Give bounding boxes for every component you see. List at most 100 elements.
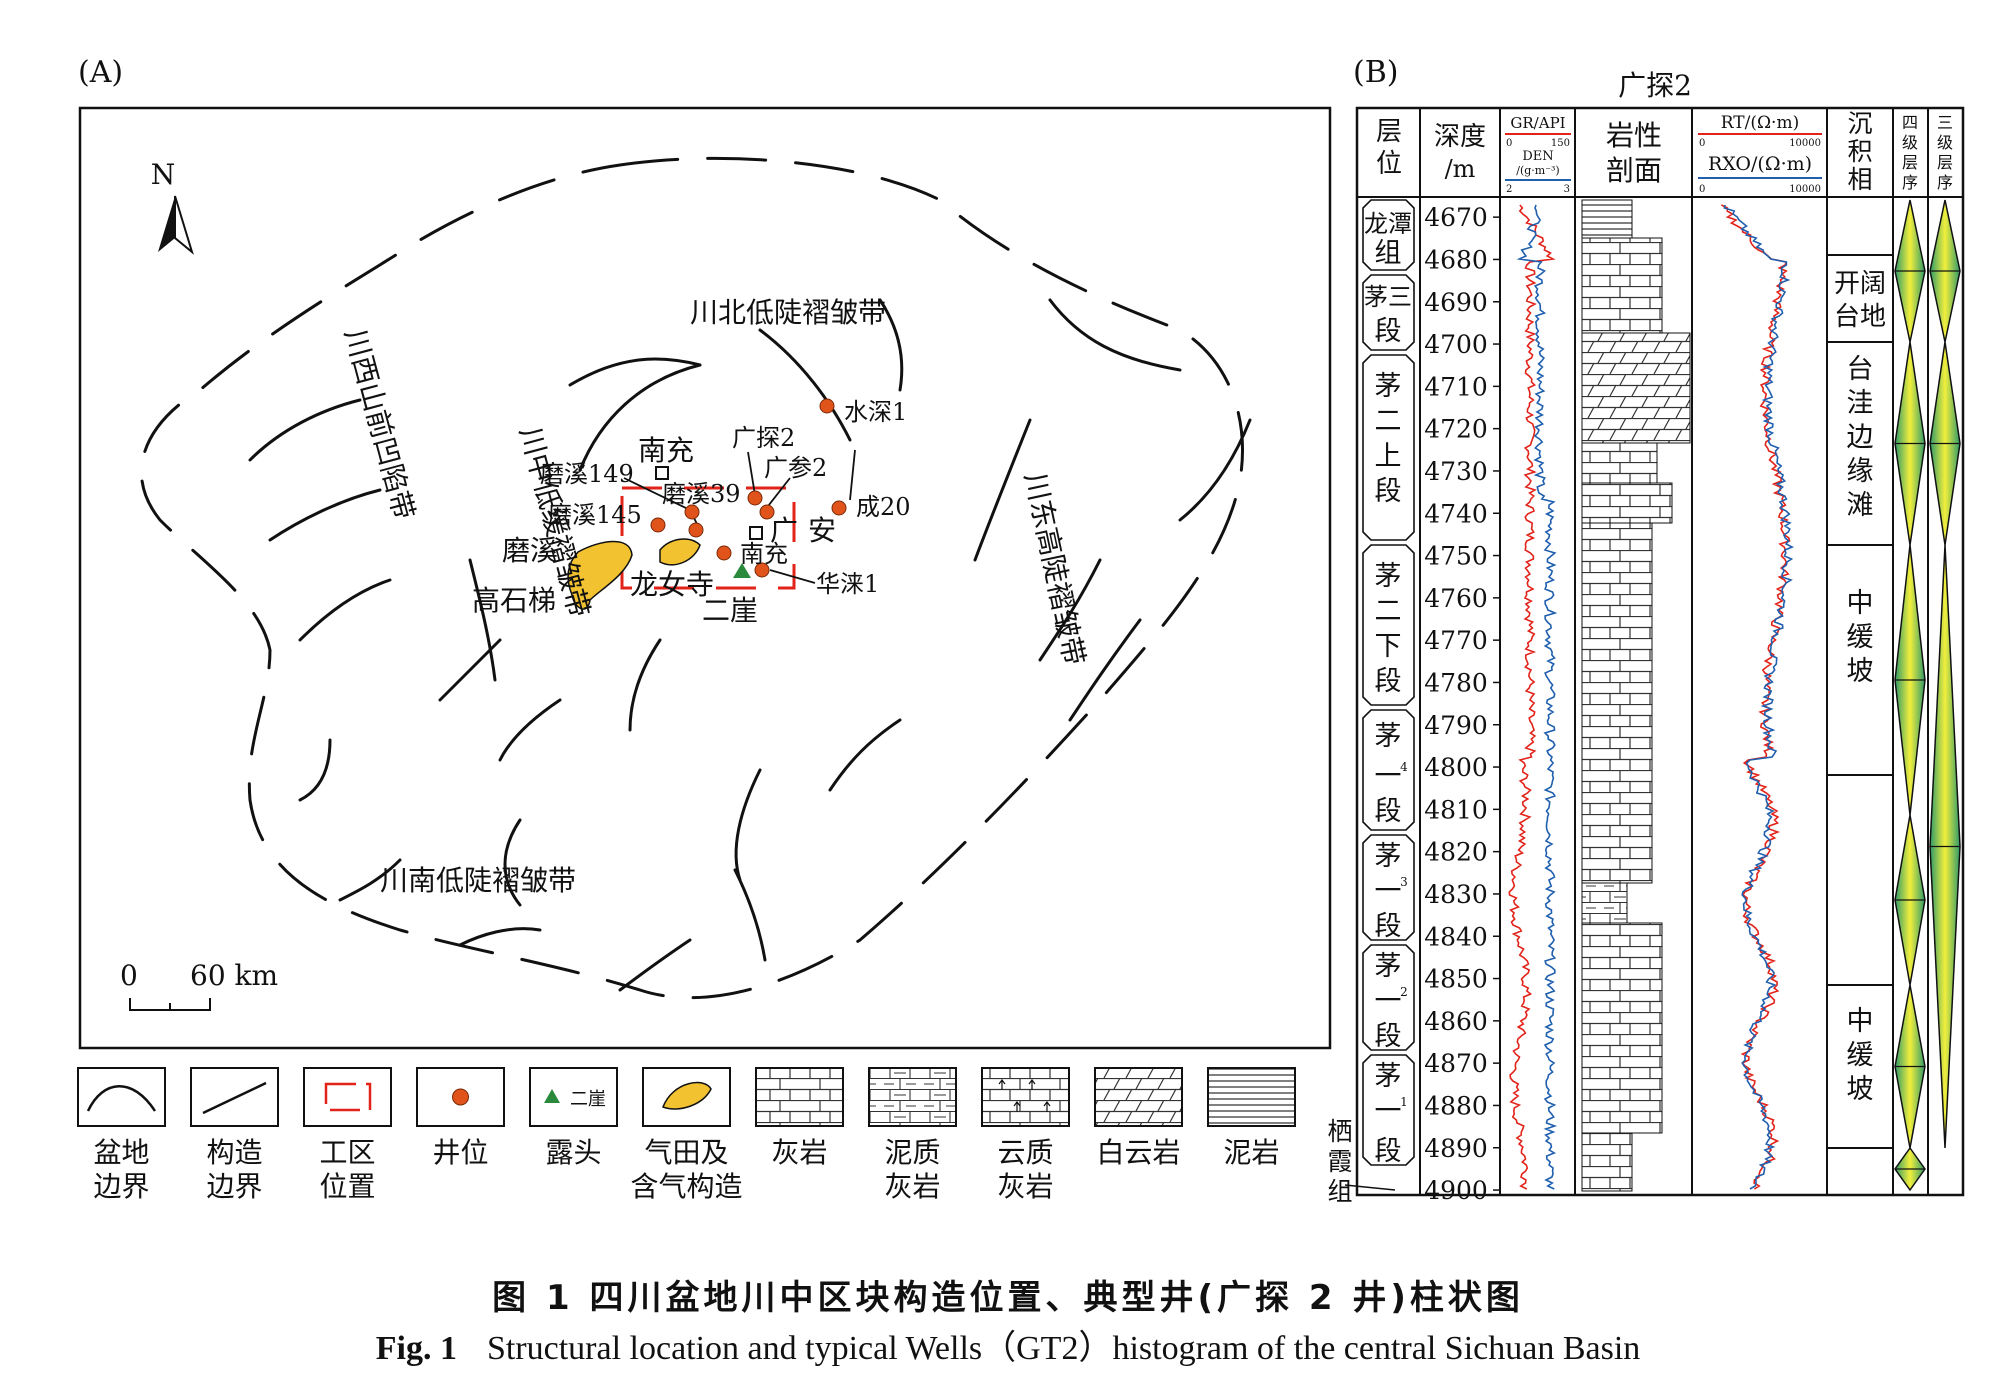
depth-label: 4770 [1424,626,1488,655]
formation-qixia: 霞 [1327,1147,1352,1176]
hdr-layer-2: 位 [1376,149,1402,179]
legend-label: 云质 [997,1136,1053,1169]
hdr-depth-2: /m [1445,155,1476,183]
hdr-seq3-4: 序 [1937,173,1953,192]
formation-text: 二 [1375,406,1402,437]
label-moxi39: 磨溪39 [662,480,741,508]
facies-f3-3: 坡 [1847,656,1874,687]
dolomitic-limestone-icon [981,1067,1070,1127]
facies-f4-2: 缓 [1847,1040,1874,1071]
depth-label: 4750 [1424,542,1488,571]
gas-field-moxi [659,538,701,566]
lithology-column [1581,199,1691,1192]
depth-label: 4800 [1424,753,1488,782]
hdr-rt: RT/(Ω·m) [1721,113,1799,133]
formation-text: 茅 [1375,371,1402,402]
formation-text: 段 [1375,796,1402,827]
well-moxi145 [650,517,666,533]
formation-longtan [1362,199,1415,271]
hdr-seq4-1: 四 [1902,113,1918,132]
legend-label: 位置 [319,1170,375,1203]
structure-boundary-icon [190,1067,279,1127]
well-unnamed [716,545,732,561]
hdr-facies-1: 沉 [1847,109,1872,138]
facies-f2-1: 台 [1847,354,1874,385]
gr-curve [1508,204,1556,1190]
hdr-den: DEN [1522,149,1553,164]
legend-label: 灰岩 [771,1136,827,1169]
lith-limestone-5 [1581,922,1663,1134]
hdr-seq4-4: 序 [1902,173,1918,192]
formation-text: 段 [1375,666,1402,697]
facies-f3-2: 缓 [1847,622,1874,653]
hdr-gr-max: 150 [1551,138,1570,149]
gas-field-icon [642,1067,731,1127]
facies-f3-1: 中 [1847,588,1874,619]
label-moxi149: 磨溪149 [540,460,634,488]
hdr-rt-min: 0 [1699,138,1705,149]
legend-label: 气田及 [644,1136,728,1169]
legend-item-mudstone: 泥岩 [1207,1067,1296,1169]
lith-argillaceous-limestone [1581,882,1628,924]
hdr-den-min: 2 [1506,184,1512,195]
place-nanchong-mid: 南充 [740,540,788,568]
formation-text: 段 [1375,911,1402,942]
legend-label: 边界 [93,1170,149,1203]
formation-text: 组 [1375,238,1402,269]
legend-item-limestone: 灰岩 [755,1067,844,1169]
formation-text: 段 [1375,1136,1402,1167]
formation-text: 茅 [1375,561,1402,592]
hdr-facies-3: 相 [1847,165,1872,194]
hdr-seq3-3: 层 [1937,153,1953,172]
hdr-depth-1: 深度 [1434,122,1486,152]
sequence-columns [1894,199,1961,1192]
depth-label: 4740 [1424,499,1488,528]
well-location-icon [416,1067,505,1127]
label-cheng20: 成20 [856,493,911,521]
hdr-lith-2: 剖面 [1606,154,1662,187]
scale-bar: 0 60 km [120,959,278,1011]
lith-limestone-1 [1581,237,1663,334]
legend-label: 露头 [545,1136,601,1169]
depth-label: 4670 [1424,203,1488,232]
formation-mao2l [1362,544,1415,706]
formation-mao14 [1362,709,1415,831]
legend-item-dolomite: 白云岩 [1094,1067,1183,1169]
formation-text: 茅三 [1364,283,1412,311]
region-chuanbei: 川北低陡褶皱带 [690,296,886,329]
facies-f4-3: 坡 [1847,1074,1874,1105]
formation-mao12 [1362,944,1415,1051]
dolomite-icon [1094,1067,1183,1127]
legend-label: 灰岩 [884,1170,940,1203]
formation-mao2u [1362,354,1415,541]
argillaceous-limestone-icon [868,1067,957,1127]
formation-text: 茅 [1375,841,1402,872]
work-area-icon [303,1067,392,1127]
hdr-seq3-1: 三 [1937,113,1953,132]
depth-label: 4820 [1424,838,1488,867]
place-moxi: 磨溪 [502,534,558,567]
formation-text: 段 [1375,476,1402,507]
work-area [620,486,796,590]
formation-text: 茅 [1375,721,1402,752]
facies-f2-4: 缘 [1847,456,1874,487]
gas-field-gaoshiti [567,540,633,610]
legend-label: 泥质 [884,1136,940,1169]
wells [650,398,847,578]
formation-sup: 1 [1400,1095,1408,1109]
well-hualai1 [754,562,770,578]
basin-boundary-icon [77,1067,166,1127]
formation-text: 段 [1375,316,1402,347]
formation-text: 茅 [1375,951,1402,982]
depth-label: 4880 [1424,1091,1488,1120]
depth-scale: 4670468046904700471047204730474047504760… [1424,203,1500,1205]
label-shuishen1: 水深1 [844,398,907,426]
well-moxi39 [688,522,704,538]
hdr-seq4-3: 层 [1902,153,1918,172]
